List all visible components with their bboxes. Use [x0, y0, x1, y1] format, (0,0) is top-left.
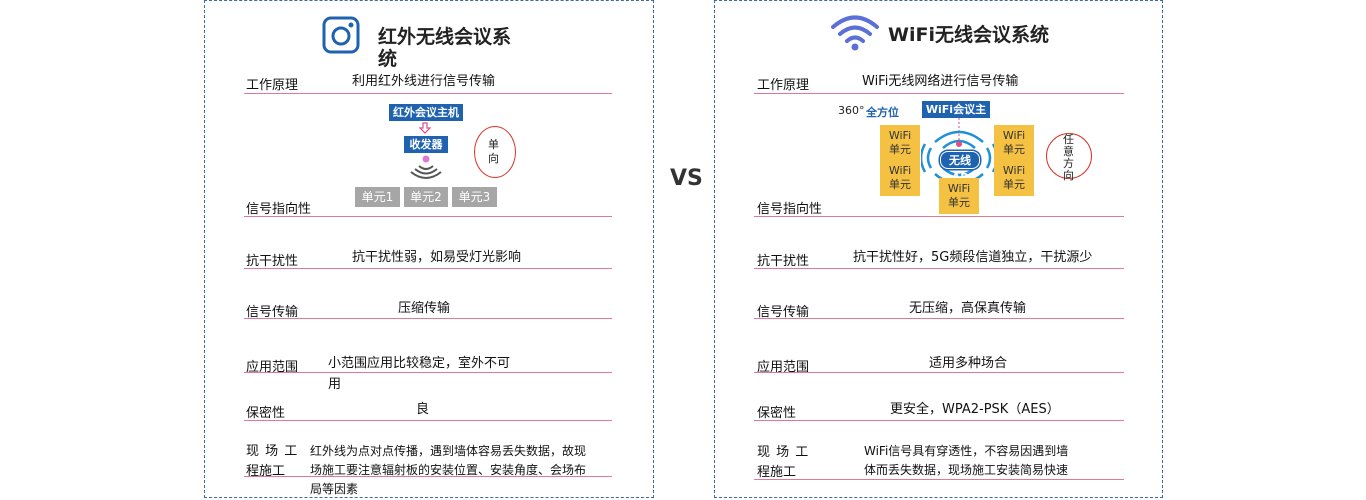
right-value-transmission: 无压缩，高保真传输: [909, 301, 1027, 316]
angle-prefix: 360°: [838, 104, 865, 117]
wifi-host-box: WiFi会议主机: [922, 101, 990, 133]
one-way-char-2: 向: [488, 152, 499, 165]
infrared-panel: [204, 0, 654, 498]
left-value-transmission: 压缩传输: [398, 301, 451, 316]
wifi-unit-text: WiFi: [888, 164, 912, 177]
unit-1-box: 单元1: [355, 187, 400, 207]
right-value-interference: 抗干扰性好，5G频段信道独立，干扰源少: [853, 250, 1093, 265]
right-rule-3: [754, 268, 1124, 269]
right-rule-5: [754, 372, 1124, 373]
infrared-camera-icon: [322, 16, 360, 54]
left-label-construction-line1: 现 场 工: [246, 444, 299, 459]
left-value-scope-line2: 用: [328, 377, 342, 392]
wifi-unit-text: WiFi: [947, 182, 971, 195]
infrared-host-box: 红外会议主机: [389, 104, 463, 121]
left-rule-5: [244, 372, 612, 373]
right-value-security: 更安全，WPA2-PSK（AES）: [890, 402, 1060, 417]
wifi-unit-text: 单元: [948, 196, 970, 209]
unit-2-box: 单元2: [404, 187, 448, 207]
wifi-panel: [714, 0, 1163, 498]
arrow-down-icon: [419, 122, 431, 134]
left-value-construction-line3: 局等因素: [310, 482, 359, 496]
angle-label: 全方位: [866, 106, 899, 119]
wifi-unit-text: 单元: [889, 178, 911, 191]
wifi-unit-text: 单元: [1003, 143, 1025, 156]
right-label-security: 保密性: [757, 406, 797, 421]
left-value-security: 良: [416, 402, 430, 417]
wifi-icon: [831, 15, 879, 51]
any-direction-char-4: 向: [1063, 169, 1074, 182]
right-label-interference: 抗干扰性: [757, 254, 810, 269]
wireless-ap-box: 无线AP: [940, 151, 980, 184]
left-label-principle: 工作原理: [246, 78, 299, 93]
wifi-unit-text: WiFi: [1002, 129, 1026, 142]
left-label-transmission: 信号传输: [246, 305, 299, 320]
unit-3-box: 单元3: [452, 187, 497, 207]
left-value-scope-line1: 小范围应用比较稳定，室外不可: [328, 356, 511, 371]
left-label-interference: 抗干扰性: [246, 254, 299, 269]
left-rule-1: [244, 93, 612, 94]
infrared-signal-icon: [410, 155, 442, 179]
right-rule-4: [754, 318, 1124, 319]
right-label-construction-line1: 现 场 工: [757, 445, 810, 460]
right-rule-1: [754, 93, 1124, 94]
left-value-principle: 利用红外线进行信号传输: [352, 74, 496, 89]
right-label-scope: 应用范围: [757, 360, 810, 375]
wifi-unit-text: WiFi: [888, 129, 912, 142]
left-label-directivity: 信号指向性: [246, 202, 312, 217]
infrared-title-line2: 统: [378, 48, 398, 70]
left-rule-2: [244, 216, 612, 217]
left-rule-4: [244, 318, 612, 319]
wifi-unit-text: 单元: [889, 143, 911, 156]
transceiver-box: 收发器: [404, 136, 448, 153]
any-direction-char-1: 任: [1063, 133, 1074, 146]
any-direction-char-3: 方: [1063, 157, 1074, 170]
wifi-unit-text: 单元: [1003, 178, 1025, 191]
right-label-principle: 工作原理: [757, 78, 810, 93]
right-label-construction-line2: 程施工: [757, 465, 797, 480]
right-value-scope: 适用多种场合: [929, 356, 1008, 371]
left-rule-3: [244, 268, 612, 269]
right-value-construction-line1: WiFi信号具有穿透性，不容易因遇到墙: [864, 444, 1069, 458]
any-direction-char-2: 意: [1063, 145, 1074, 158]
left-rule-6: [244, 420, 612, 421]
right-label-transmission: 信号传输: [757, 305, 810, 320]
left-label-scope: 应用范围: [246, 360, 299, 375]
wifi-title: WiFi无线会议系统: [888, 24, 1049, 46]
right-value-principle: WiFi无线网络进行信号传输: [862, 74, 1019, 89]
infrared-title-line1: 红外无线会议系: [378, 26, 512, 48]
one-way-char-1: 单: [488, 138, 499, 151]
left-rule-7: [244, 476, 612, 477]
wifi-unit-text: WiFi: [1002, 164, 1026, 177]
left-label-security: 保密性: [246, 406, 286, 421]
any-direction-ellipse: [1046, 133, 1092, 179]
right-rule-7: [754, 479, 1124, 480]
right-rule-2: [754, 216, 1124, 217]
right-rule-6: [754, 420, 1124, 421]
right-value-construction-line2: 体而丢失数据，现场施工安装简易快速: [864, 463, 1069, 477]
vs-label: VS: [670, 166, 703, 191]
left-value-interference: 抗干扰性弱，如易受灯光影响: [352, 250, 522, 265]
left-value-construction-line1: 红外线为点对点传播，遇到墙体容易丢失数据，故现: [310, 444, 587, 458]
left-value-construction-line2: 场施工要注意辐射板的安装位置、安装角度、会场布: [310, 463, 587, 477]
right-label-directivity: 信号指向性: [757, 202, 823, 217]
left-label-construction-line2: 程施工: [246, 464, 286, 479]
one-way-ellipse: [474, 126, 516, 178]
